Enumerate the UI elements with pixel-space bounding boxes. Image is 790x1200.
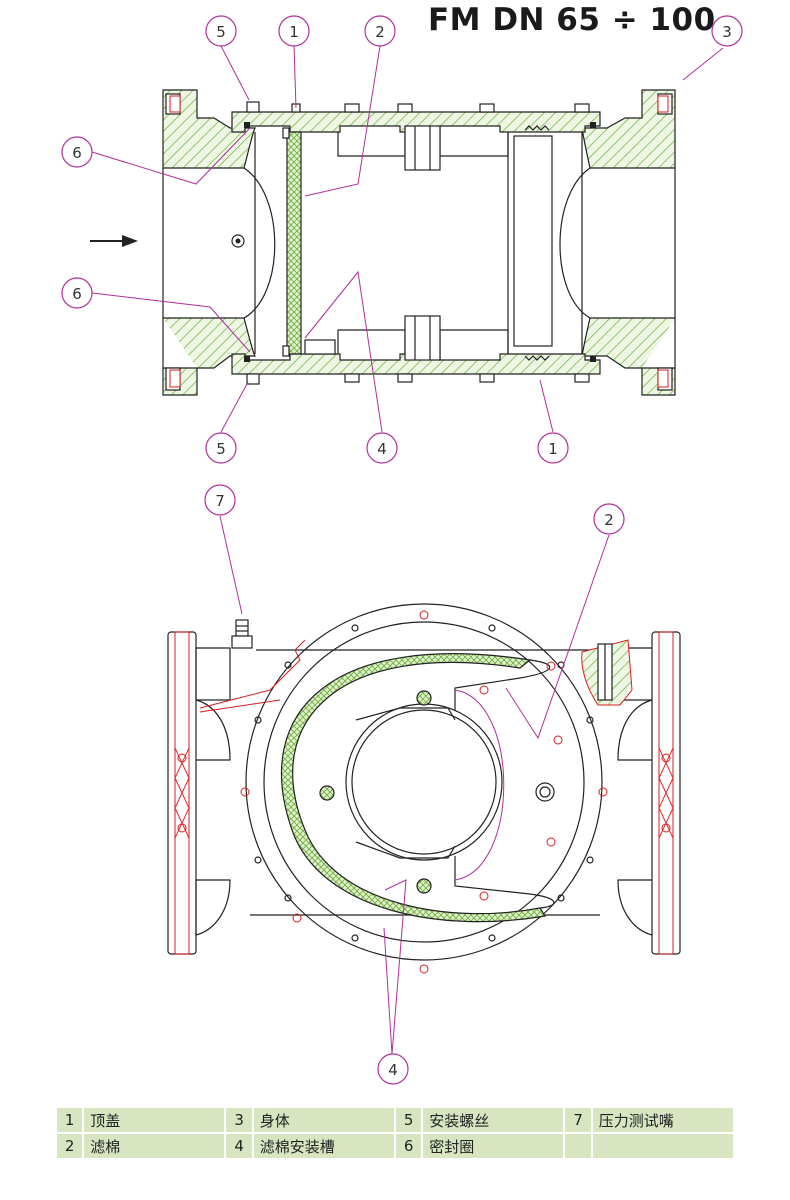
legend-num: 4	[224, 1132, 254, 1160]
bottom-leaders	[219, 515, 610, 1055]
right-insert	[513, 135, 553, 347]
section-view	[162, 89, 676, 396]
right-body-lower	[581, 317, 676, 396]
legend-num: 3	[224, 1106, 254, 1134]
legend-num: 5	[393, 1106, 424, 1134]
callout-5-bottom: 5	[216, 440, 226, 458]
legend-row: 1 顶盖 3 身体 5 安装螺丝 7 压力测试嘴	[54, 1106, 736, 1134]
legend-num: 6	[393, 1132, 424, 1160]
callout-4-top: 4	[377, 440, 387, 458]
callout-2-bottom: 2	[604, 511, 614, 529]
callout-4-bottom: 4	[388, 1061, 398, 1079]
callout-2-top: 2	[375, 23, 385, 41]
callout-1-bottom: 1	[548, 440, 558, 458]
callout-6-lower: 6	[72, 285, 82, 303]
callout-7: 7	[215, 492, 225, 510]
callout-3-top: 3	[722, 23, 732, 41]
parts-legend: 1 顶盖 3 身体 5 安装螺丝 7 压力测试嘴 2 滤棉 4 滤棉安装槽 6 …	[54, 1106, 736, 1160]
legend-label: 压力测试嘴	[590, 1106, 736, 1134]
legend-label: 安装螺丝	[421, 1106, 566, 1134]
bottom-callouts: 7 2 4	[204, 484, 625, 1085]
callout-6-upper: 6	[72, 144, 82, 162]
end-view	[167, 603, 681, 974]
legend-label: 滤棉安装槽	[251, 1132, 396, 1160]
legend-num: 1	[54, 1106, 85, 1134]
legend-label: 身体	[251, 1106, 396, 1134]
flow-arrow-icon	[90, 235, 138, 247]
top-leaders	[91, 45, 724, 433]
callout-1-top: 1	[289, 23, 299, 41]
right-body-upper	[581, 89, 676, 169]
legend-num	[563, 1132, 593, 1160]
left-body-upper	[162, 89, 256, 169]
callout-5-top: 5	[216, 23, 226, 41]
legend-num: 2	[54, 1132, 85, 1160]
inner-bore	[345, 703, 503, 861]
filter-media	[286, 131, 302, 355]
legend-row: 2 滤棉 4 滤棉安装槽 6 密封圈	[54, 1132, 736, 1160]
pressure-test-nipple	[231, 619, 253, 649]
top-callouts: 5 1 2 3 6 6 5 4 1	[61, 15, 743, 464]
filter-element	[280, 653, 546, 923]
technical-drawing: 5 1 2 3 6 6 5 4 1	[61, 15, 743, 1085]
legend-label	[590, 1132, 736, 1160]
legend-num: 7	[563, 1106, 593, 1134]
legend-label: 顶盖	[82, 1106, 227, 1134]
legend-label: 密封圈	[421, 1132, 566, 1160]
legend-label: 滤棉	[82, 1132, 227, 1160]
page-title: FM DN 65 ÷ 100	[428, 2, 716, 38]
